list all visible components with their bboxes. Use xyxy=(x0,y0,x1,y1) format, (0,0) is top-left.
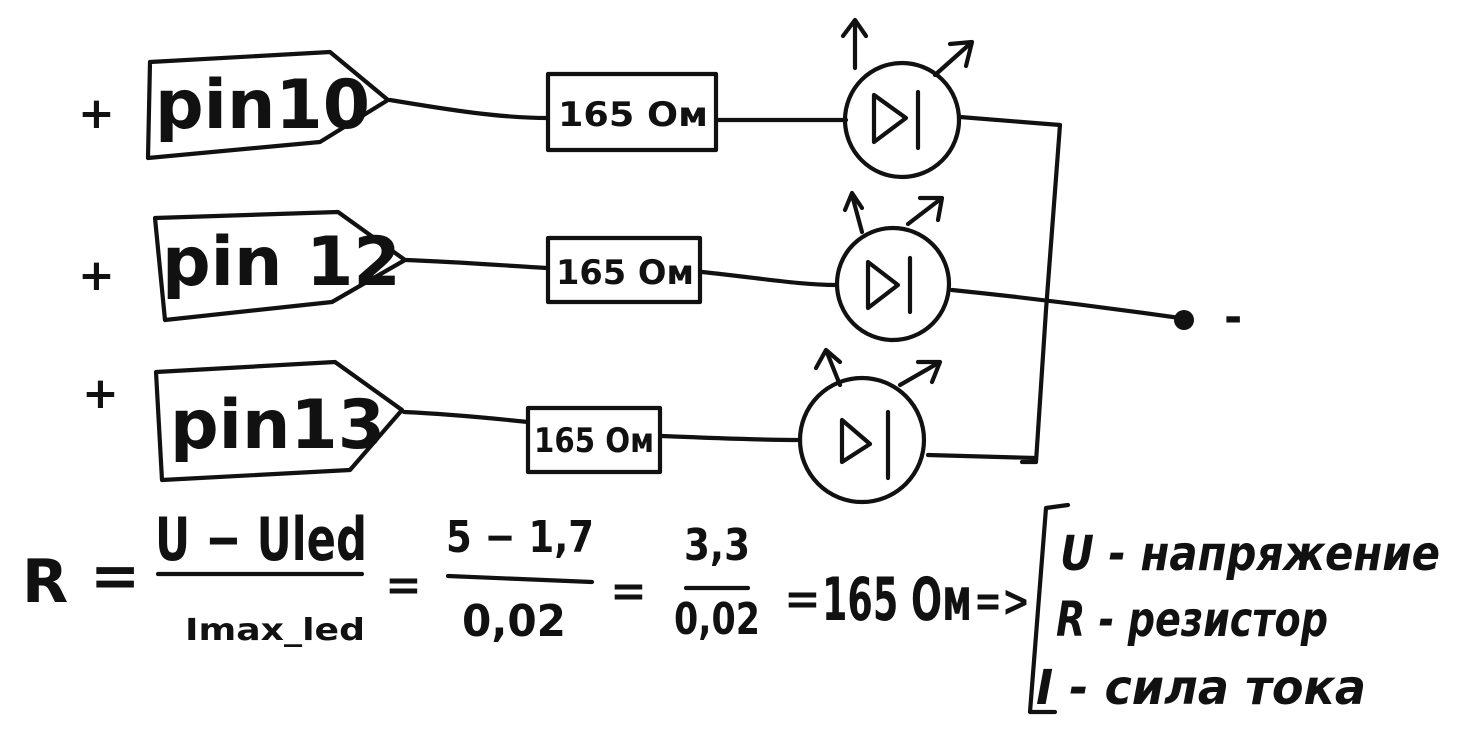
legend-item-voltage: U - напряжение xyxy=(1060,526,1440,582)
light-arrow-diagonal-row-3 xyxy=(897,359,943,388)
light-arrow-up-row-1 xyxy=(840,17,869,71)
pin-connector-row-3 xyxy=(153,359,405,483)
wire-led-output xyxy=(949,287,1183,321)
formula-denominator-3: 0,02 xyxy=(674,594,760,645)
plus-sign-row-2: + xyxy=(78,250,115,301)
wire-led-bus-row-1 xyxy=(957,114,1063,128)
pin-connector-row-2 xyxy=(152,209,408,323)
resistor-row-1 xyxy=(545,71,719,153)
formula-equals-4: = xyxy=(784,574,821,625)
light-arrow-up-row-3 xyxy=(813,347,843,388)
light-arrow-diagonal-row-2 xyxy=(905,195,945,227)
wire-resistor-led-row-2 xyxy=(699,269,839,288)
wire-pin-resistor-row-1 xyxy=(387,97,551,121)
resistor-label-row-3: 165 Ом xyxy=(534,421,654,461)
formula-equals-1: = xyxy=(90,541,140,611)
led-row-2 xyxy=(834,225,952,343)
legend: U - напряжение R - резистор I - сила ток… xyxy=(1027,502,1440,716)
diode-symbol-row-3 xyxy=(839,409,891,481)
wire-pin-resistor-row-2 xyxy=(403,257,551,271)
pin-label-row-2: pin 12 xyxy=(162,223,401,302)
diode-symbol-row-1 xyxy=(871,89,921,151)
row-2: + pin 12 165 Ом - xyxy=(78,190,1242,343)
formula-numerator-1: U − Uled xyxy=(155,505,367,575)
resistor-row-2 xyxy=(545,235,703,305)
formula-denominator-1: Imax_led xyxy=(185,613,365,648)
resistor-label-row-1: 165 Ом xyxy=(558,95,708,135)
formula-arrow: => xyxy=(974,576,1030,627)
pin-connector-row-1 xyxy=(145,49,391,161)
wire-resistor-led-row-3 xyxy=(659,433,803,443)
diode-symbol-row-2 xyxy=(865,255,913,315)
row-3: + pin13 165 Ом xyxy=(82,347,1039,505)
pin-label-row-3: pin13 xyxy=(170,386,385,465)
plus-sign-row-3: + xyxy=(82,368,119,419)
wire-led-bus-row-3 xyxy=(925,452,1039,461)
fraction-bar-2 xyxy=(445,573,595,585)
formula-result: 165 Ом xyxy=(822,565,972,635)
output-node xyxy=(1174,310,1194,330)
resistor-label-row-2: 165 Ом xyxy=(556,253,694,293)
light-arrow-up-row-2 xyxy=(842,190,865,235)
formula: R = U − Uled Imax_led = 5 − 1,7 0,02 = 3… xyxy=(22,505,1030,648)
minus-sign-output: - xyxy=(1224,292,1242,343)
formula-lhs: R xyxy=(22,547,68,617)
pin-label-row-1: pin10 xyxy=(155,66,370,145)
common-bus xyxy=(1019,122,1063,465)
row-1: + pin10 165 Ом xyxy=(78,17,1063,180)
light-arrow-diagonal-row-1 xyxy=(932,39,975,78)
formula-numerator-3: 3,3 xyxy=(684,520,750,571)
formula-equals-3: = xyxy=(610,566,647,617)
formula-equals-2: = xyxy=(385,560,422,611)
formula-denominator-2: 0,02 xyxy=(462,596,566,647)
resistor-row-3 xyxy=(525,405,663,475)
legend-bracket xyxy=(1027,502,1071,715)
led-row-3 xyxy=(797,375,927,505)
wire-pin-resistor-row-3 xyxy=(401,409,531,425)
legend-item-current: I - сила тока xyxy=(1036,660,1366,716)
formula-numerator-2: 5 − 1,7 xyxy=(446,512,594,563)
plus-sign-row-1: + xyxy=(78,88,115,139)
led-row-1 xyxy=(842,60,962,180)
legend-item-resistor: R - резистор xyxy=(1056,592,1328,648)
